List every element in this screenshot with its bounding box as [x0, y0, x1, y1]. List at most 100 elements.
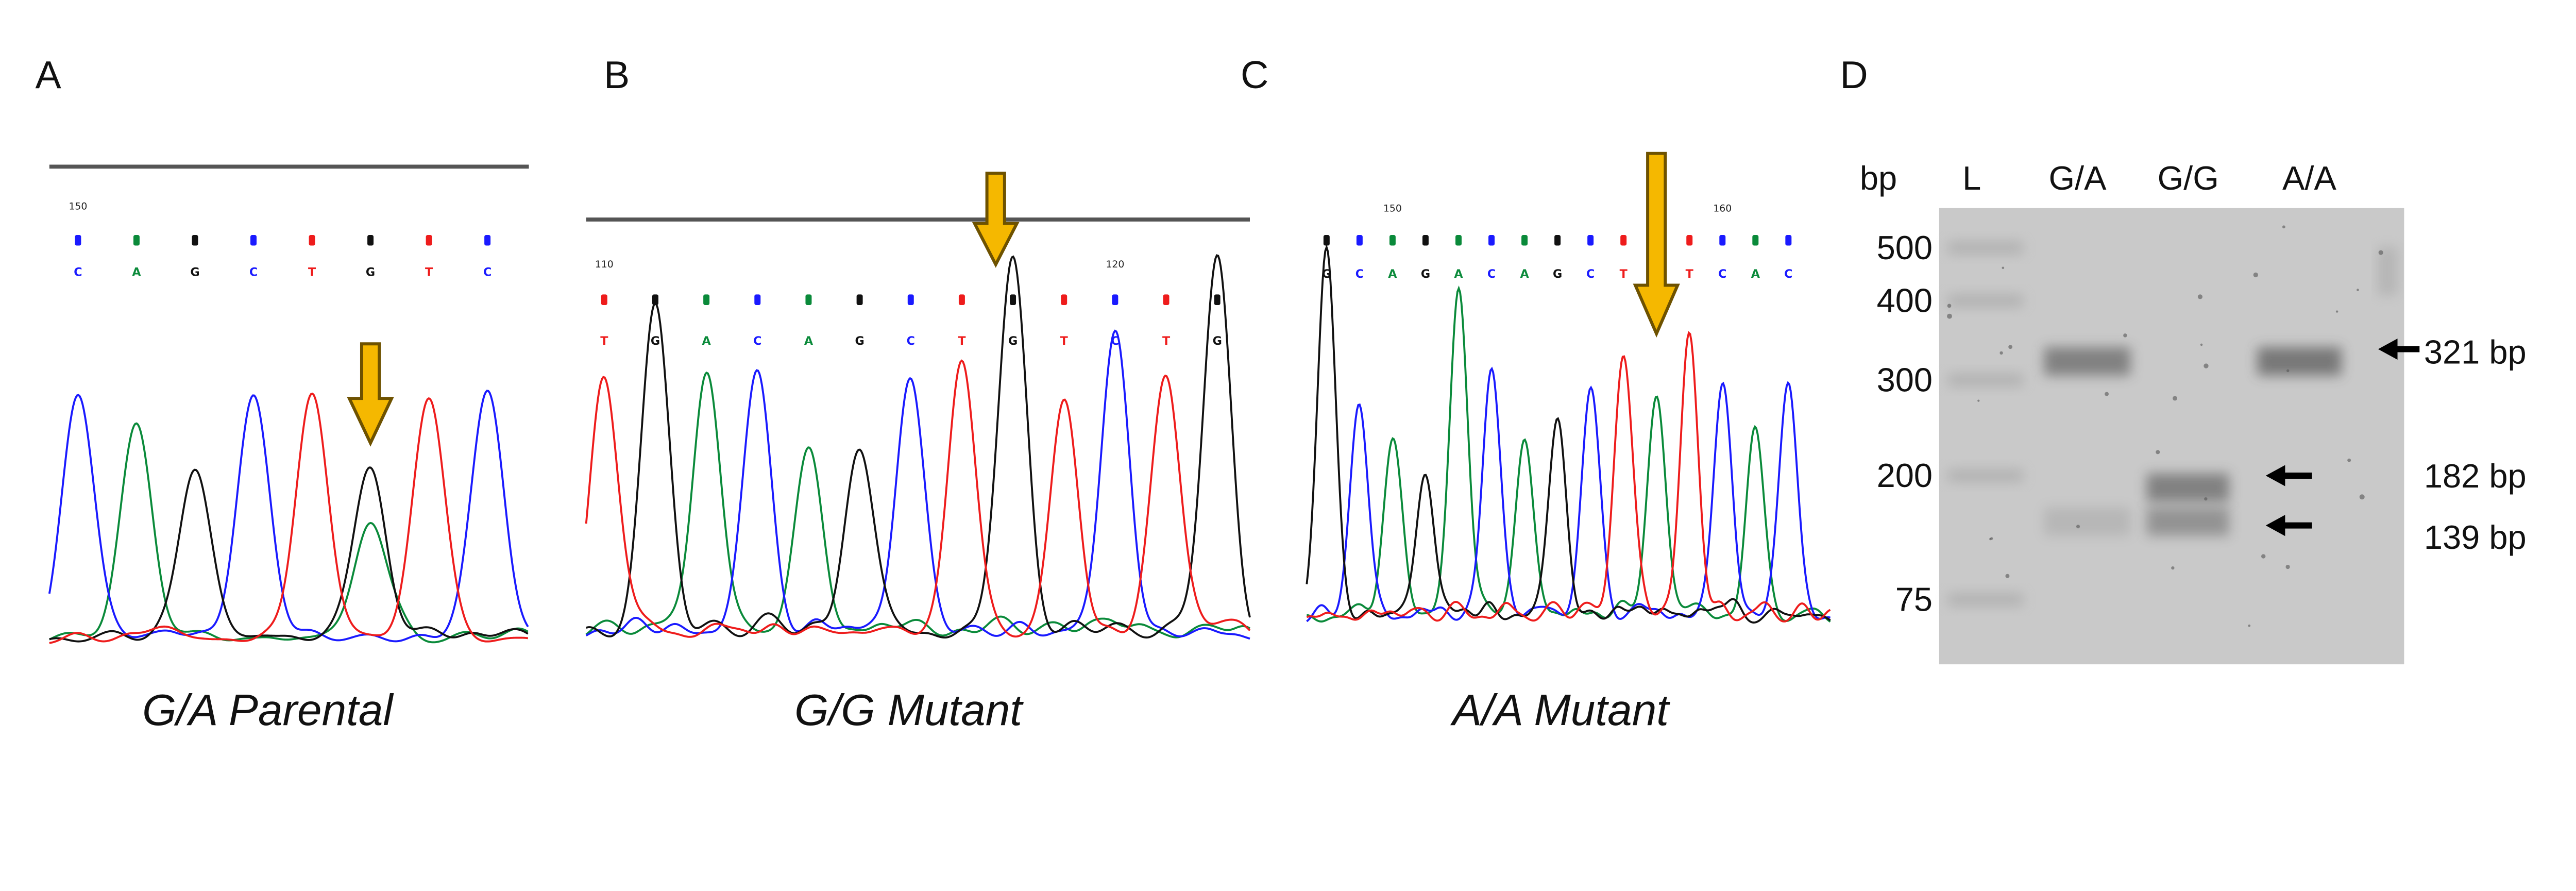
base-marker [1163, 294, 1170, 305]
base-marker [1356, 234, 1363, 246]
trace-T [49, 392, 529, 644]
trace-A [49, 422, 529, 644]
base-call: A [132, 265, 141, 279]
base-call: T [308, 265, 316, 279]
gel-band [2044, 507, 2131, 536]
base-marker [1587, 234, 1594, 246]
base-call: G [1553, 267, 1562, 281]
base-call: G [190, 265, 199, 279]
gel-bands [1947, 225, 2398, 627]
ladder-band [1948, 469, 2023, 482]
base-call: T [1162, 334, 1171, 348]
base-call: C [907, 334, 915, 348]
lane-label-aa: A/A [2282, 159, 2336, 197]
gel-speck [2156, 450, 2160, 455]
base-marker [958, 294, 965, 305]
base-marker [426, 234, 432, 246]
position-number: 160 [1713, 204, 1732, 214]
trace-T [585, 359, 1251, 638]
base-call: C [1718, 267, 1726, 281]
trace-G [49, 466, 529, 643]
base-marker [1554, 234, 1561, 246]
gel-speck [2197, 294, 2203, 299]
base-marker [75, 234, 81, 246]
gel-speck [2253, 272, 2258, 278]
caption-c: A/A Mutant [1450, 686, 1670, 735]
mutation-arrow-icon [972, 172, 1020, 268]
base-call: C [1355, 267, 1364, 281]
panel-label-c: C [1241, 53, 1268, 96]
ladder-band [1948, 374, 2023, 386]
base-marker [1488, 234, 1495, 246]
base-marker [1455, 234, 1462, 246]
base-call: C [249, 265, 258, 279]
base-marker [1752, 234, 1759, 246]
base-marker [1686, 234, 1693, 246]
gel-panel: bp L G/A G/G A/A 500 400 300 200 75 321 … [1860, 159, 2527, 665]
arrow-182-icon [2265, 465, 2312, 486]
base-marker [309, 234, 315, 246]
gel-speck [1947, 304, 1952, 308]
position-number: 150 [69, 201, 87, 212]
band-label-182: 182 bp [2424, 457, 2527, 495]
base-call: G [1421, 267, 1430, 281]
mutation-arrow-icon [347, 342, 394, 447]
base-marker [1323, 234, 1330, 246]
gel-speck [2285, 564, 2290, 569]
lane-label-ladder: L [1962, 159, 1981, 197]
gel-speck [2378, 250, 2383, 255]
base-marker [1112, 294, 1118, 305]
caption-b: G/G Mutant [794, 686, 1024, 735]
panel-label-b: B [604, 53, 630, 96]
lane-label-gg: G/G [2158, 159, 2219, 197]
base-marker [856, 294, 863, 305]
gel-band [2044, 347, 2131, 376]
base-marker [1785, 234, 1792, 246]
gel-speck [2204, 497, 2208, 501]
base-marker [250, 234, 257, 246]
gel-band [2146, 473, 2229, 502]
ladder-label-500: 500 [1877, 229, 1933, 266]
gel-speck [2123, 333, 2127, 338]
base-marker [1061, 294, 1067, 305]
trace-C [585, 329, 1250, 640]
base-marker [484, 234, 491, 246]
base-marker [1719, 234, 1726, 246]
base-call: A [702, 334, 711, 348]
lane-label-ga: G/A [2049, 159, 2107, 197]
ladder-label-75: 75 [1895, 581, 1933, 618]
arrow-321-icon [2378, 338, 2420, 360]
gel-speck [2008, 345, 2013, 349]
base-call: C [1586, 267, 1595, 281]
trace-C [1306, 366, 1831, 623]
base-call: G [366, 265, 375, 279]
gel-speck [2171, 566, 2175, 570]
bp-label: bp [1860, 159, 1897, 197]
gel-speck [1977, 399, 1980, 402]
gel-speck [2002, 266, 2005, 270]
gel-speck [2173, 396, 2177, 401]
base-call: G [855, 334, 864, 348]
gel-band [2257, 347, 2342, 376]
band-label-321: 321 bp [2424, 333, 2527, 371]
base-call: G [651, 334, 660, 348]
base-call: T [958, 334, 966, 348]
mutation-arrow-icon [1633, 152, 1680, 338]
gel-speck [2204, 363, 2209, 368]
base-marker [1389, 234, 1396, 246]
position-number: 120 [1106, 259, 1124, 270]
base-call: A [1751, 267, 1760, 281]
base-marker [1620, 234, 1627, 246]
base-marker [703, 294, 710, 305]
trace-C [48, 390, 529, 643]
caption-a: G/A Parental [142, 686, 394, 735]
gel-speck [2200, 343, 2203, 346]
trace-A [1307, 285, 1831, 623]
gel-speck [2261, 554, 2266, 559]
gel-speck [2347, 458, 2351, 462]
gel-speck [2357, 289, 2359, 291]
base-marker [907, 294, 914, 305]
